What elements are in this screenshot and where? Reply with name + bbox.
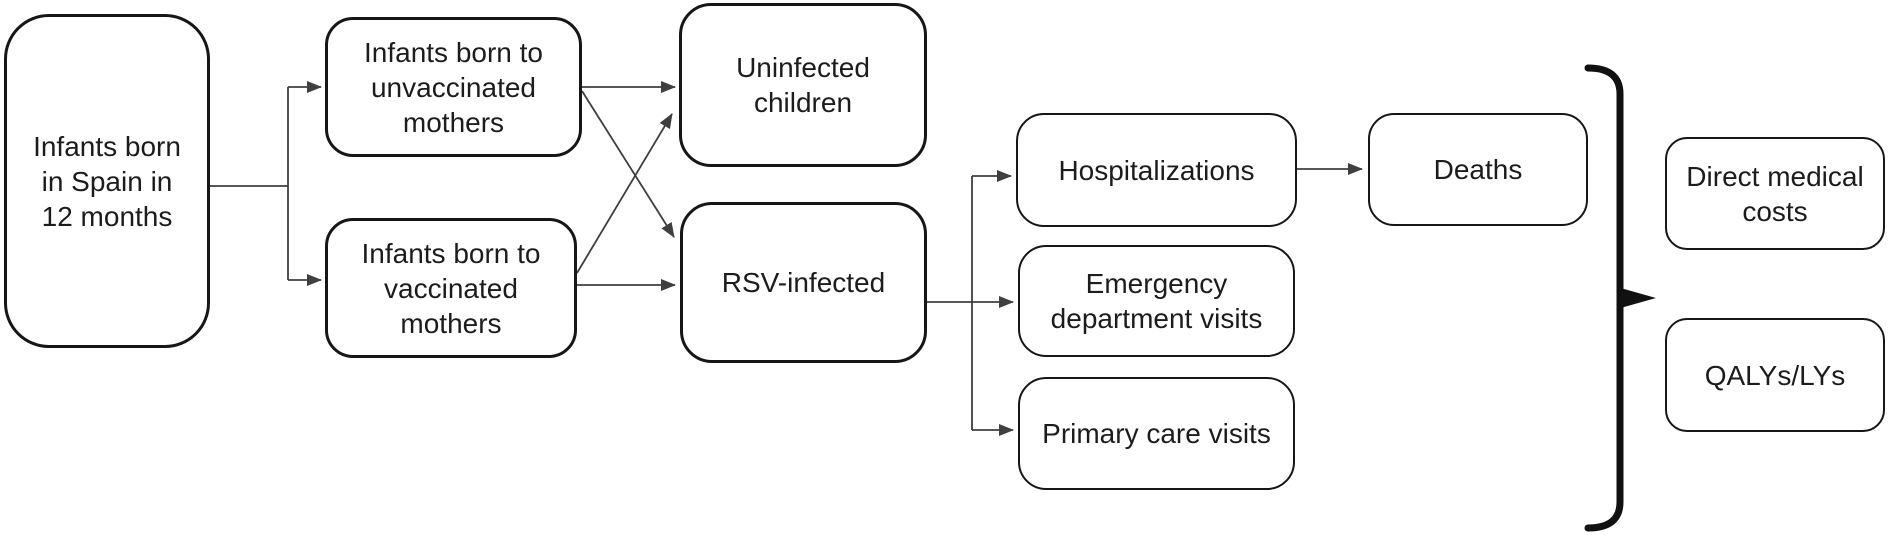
node-infants-vaccinated-mothers: Infants born to vaccinated mothers: [325, 218, 577, 358]
node-qalys-lys: QALYs/LYs: [1665, 318, 1885, 432]
node-primary-care-visits: Primary care visits: [1018, 377, 1295, 490]
node-hospitalizations: Hospitalizations: [1016, 113, 1297, 227]
node-rsv-infected: RSV-infected: [680, 202, 927, 363]
outcome-brace-cusp: [1617, 287, 1656, 309]
node-label: Hospitalizations: [1058, 154, 1255, 186]
node-label: Infants born in Spain in 12 months: [33, 130, 181, 232]
node-uninfected-children: Uninfected children: [679, 3, 927, 167]
node-label: Infants born to vaccinated mothers: [361, 237, 541, 339]
node-label: Deaths: [1433, 154, 1523, 185]
edge-vaccinated-to-uninfected: [576, 113, 673, 274]
node-label: Direct medical costs: [1686, 160, 1864, 227]
node-label: Primary care visits: [1042, 418, 1271, 449]
node-infants-unvaccinated-mothers: Infants born to unvaccinated mothers: [325, 17, 582, 157]
node-label: Emergency department visits: [1050, 268, 1263, 334]
edge-rsv-split-spine: [927, 176, 973, 430]
node-label: Uninfected children: [736, 52, 870, 118]
node-label: RSV-infected: [721, 267, 886, 298]
edge-start-split-spine: [209, 87, 289, 280]
node-infants-born-in-spain: Infants born in Spain in 12 months: [4, 14, 210, 348]
node-deaths: Deaths: [1368, 113, 1588, 226]
node-emergency-department-visits: Emergency department visits: [1018, 245, 1295, 357]
edge-unvaccinated-to-rsv: [581, 90, 675, 238]
node-label: QALYs/LYs: [1704, 359, 1846, 391]
node-label: Infants born to unvaccinated mothers: [363, 36, 543, 138]
node-direct-medical-costs: Direct medical costs: [1665, 137, 1885, 250]
outcome-brace: [1584, 64, 1624, 532]
